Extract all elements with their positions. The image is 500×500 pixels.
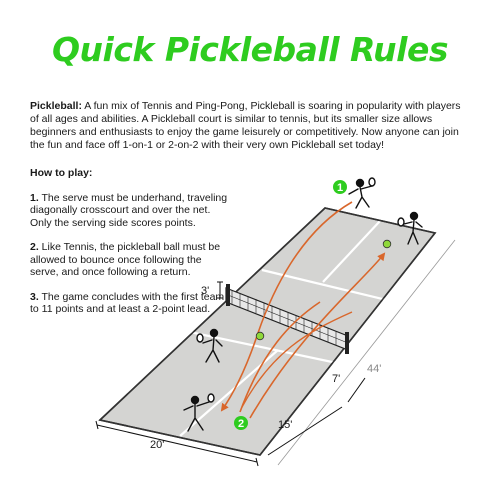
marker-number: 2: [238, 418, 244, 430]
dimension-label: 15': [278, 419, 292, 431]
ball: [382, 239, 392, 249]
page-title: Quick Pickleball Rules: [52, 30, 449, 69]
center-line-far: [322, 220, 381, 283]
player-icon: [348, 177, 376, 209]
rule-number: 2.: [30, 241, 39, 253]
marker-number: 1: [337, 182, 343, 194]
intro-label: Pickleball:: [30, 100, 82, 112]
dimension-label: 3': [201, 285, 209, 297]
rule-number: 1.: [30, 191, 39, 204]
rule-item-3: 3. The game concludes with the first tea…: [30, 291, 230, 316]
dimension-label: 20': [150, 439, 164, 451]
bounce-path: [241, 311, 353, 408]
dimension-kitchen: 7': [332, 373, 366, 403]
serve-path: [220, 201, 353, 412]
player-icon: [196, 328, 223, 363]
dimension-label: 44': [367, 363, 381, 375]
how-to-play-heading: How to play:: [30, 167, 93, 179]
rule-text: Like Tennis, the pickleball ball must be…: [30, 241, 221, 278]
step-marker-2: 2: [234, 416, 248, 430]
return-path: [239, 301, 321, 413]
intro-text: A fun mix of Tennis and Ping-Pong, Pickl…: [30, 100, 461, 151]
player-icon: [183, 393, 215, 432]
rule-text: The game concludes with the first team t…: [30, 290, 225, 316]
rule-text: The serve must be underhand, traveling d…: [30, 191, 228, 229]
net: [225, 284, 349, 354]
dimension-net-height: 3': [201, 281, 223, 299]
player-icon: [397, 211, 423, 245]
dimension-length: 44': [277, 239, 456, 466]
dimension-half-length: 15': [267, 406, 343, 456]
rule-item-1: 1. The serve must be underhand, travelin…: [30, 192, 230, 230]
ball: [255, 331, 265, 341]
rule-number: 3.: [30, 290, 39, 303]
rule-item-2: 2. Like Tennis, the pickleball ball must…: [30, 241, 230, 279]
return-path-high: [249, 252, 386, 419]
dimension-width: 20': [95, 420, 259, 467]
intro-paragraph: Pickleball: A fun mix of Tennis and Ping…: [30, 100, 470, 152]
how-to-play-section: How to play: 1. The serve must be underh…: [30, 167, 230, 316]
step-marker-1: 1: [333, 180, 347, 194]
dimension-label: 7': [332, 373, 340, 385]
